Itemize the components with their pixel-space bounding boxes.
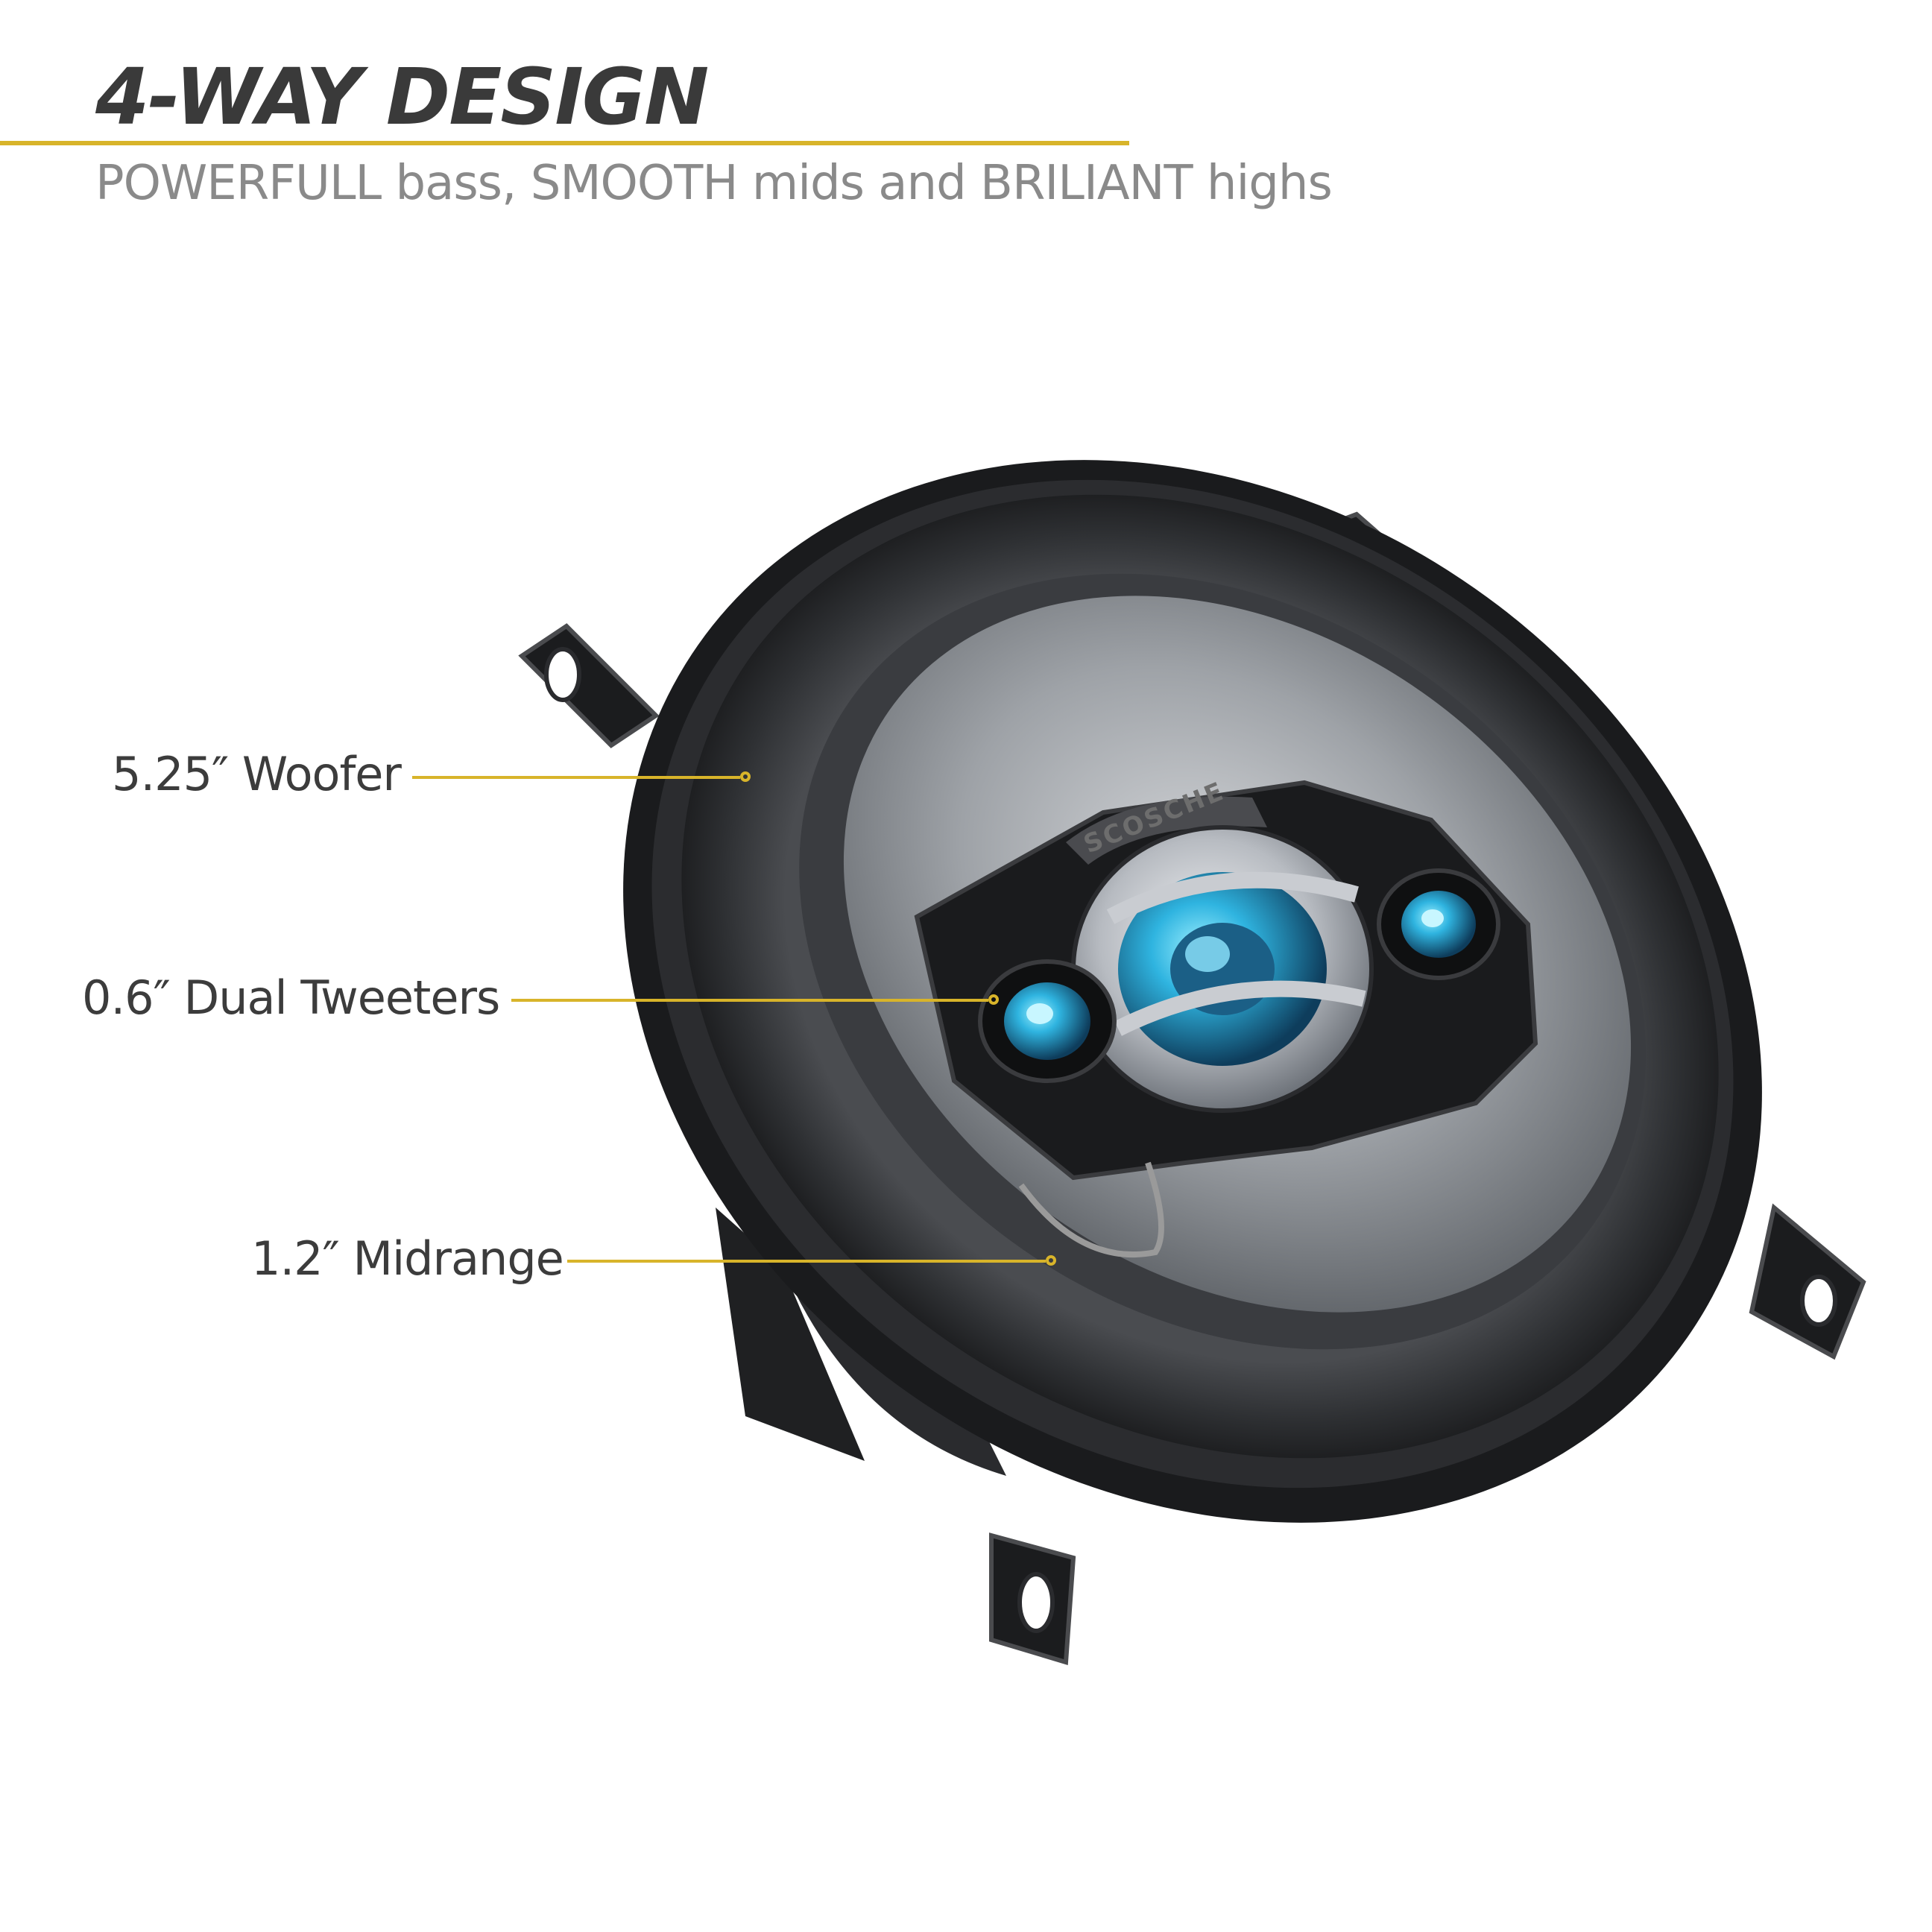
subheadline: POWERFULL bass, SMOOTH mids and BRILIANT… [95,156,1333,211]
tweeter-right [1377,868,1500,980]
callout-midrange-label: 1.2″ Midrange [251,1231,564,1286]
lead-wire [1018,1161,1164,1257]
callout-midrange-dot [1046,1255,1056,1266]
callout-tweeters-dot [988,994,999,1005]
callout-woofer-label: 5.25″ Woofer [112,747,402,801]
callout-woofer-leader [412,776,740,779]
callout-tweeters-label: 0.6″ Dual Tweeters [82,970,500,1025]
callout-midrange-leader [567,1260,1046,1263]
tweeter-left [978,959,1117,1083]
midrange-driver [1071,825,1374,1113]
headline: 4-WAY DESIGN [95,51,709,142]
headline-rule [0,141,1129,145]
callout-woofer-dot [740,771,751,782]
callout-tweeters-leader [511,999,988,1002]
